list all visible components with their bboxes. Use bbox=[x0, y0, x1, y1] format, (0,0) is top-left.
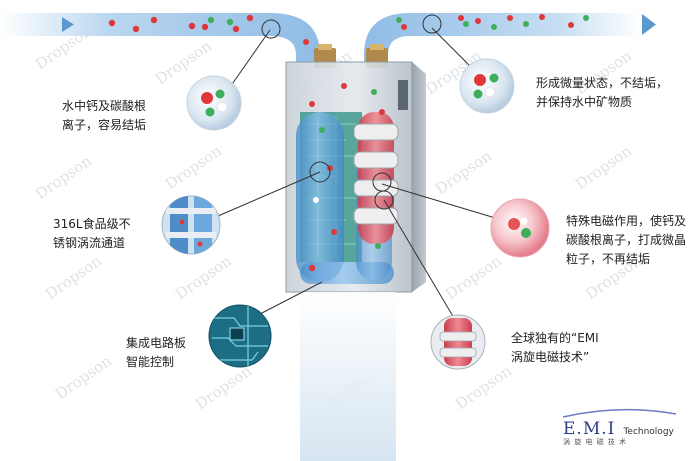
leader-lines bbox=[217, 27, 503, 319]
brand-logo: E.M.I Technology 涡 旋 电 磁 技 术 bbox=[563, 419, 674, 447]
label-line: 锈钢涡流通道 bbox=[53, 236, 126, 250]
watermark: Dropson bbox=[52, 352, 115, 404]
watermark: Dropson bbox=[32, 152, 95, 204]
inflow-pipe bbox=[0, 13, 320, 62]
callout-source-rings bbox=[261, 14, 442, 210]
callout-circuit bbox=[208, 304, 272, 368]
inflow-arrow-icon bbox=[62, 17, 74, 32]
inflow-particles bbox=[108, 14, 309, 45]
label-line: 离子，容易结垢 bbox=[62, 118, 147, 132]
label-emi-tech: 全球独有的“EMI 涡旋电磁技术” bbox=[511, 329, 599, 367]
watermark: Dropson bbox=[192, 362, 255, 414]
outflow-arrow-icon bbox=[642, 14, 656, 35]
watermark: Dropson bbox=[572, 142, 635, 194]
label-line: 形成微量状态，不结垢， bbox=[536, 76, 669, 90]
emi-coils bbox=[353, 112, 399, 244]
label-line: 316L食品级不 bbox=[53, 217, 131, 231]
watermark: Dropson bbox=[162, 142, 225, 194]
label-line: 碳酸根离子，打成微晶 bbox=[566, 233, 687, 247]
label-line: 集成电路板 bbox=[126, 336, 187, 350]
label-line: 全球独有的“EMI bbox=[511, 331, 599, 345]
unit-particles bbox=[308, 83, 385, 272]
brand-emi-text: E.M.I bbox=[563, 419, 616, 439]
label-line: 水中钙及碳酸根 bbox=[62, 99, 147, 113]
callout-em-effect bbox=[490, 198, 550, 258]
watermark: Dropson bbox=[42, 252, 105, 304]
callout-channel bbox=[161, 195, 221, 255]
label-line: 智能控制 bbox=[126, 355, 175, 369]
label-line: 特殊电磁作用，使钙及 bbox=[566, 214, 687, 228]
label-line: 涡旋电磁技术” bbox=[511, 350, 590, 364]
brand-subtitle: 涡 旋 电 磁 技 术 bbox=[563, 438, 628, 446]
brand-swoosh bbox=[562, 408, 677, 418]
outflow-particles bbox=[396, 14, 589, 30]
brand-technology-text: Technology bbox=[623, 427, 674, 437]
callout-micro-state bbox=[459, 58, 515, 114]
watermark: Dropson bbox=[172, 252, 235, 304]
callout-hard-water bbox=[186, 75, 242, 131]
label-circuit: 集成电路板 智能控制 bbox=[126, 334, 186, 372]
watermark: Dropson bbox=[442, 252, 505, 304]
label-line: 粒子，不再结垢 bbox=[566, 252, 651, 266]
label-micro-state: 形成微量状态，不结垢， 并保持水中矿物质 bbox=[536, 74, 668, 112]
label-channel: 316L食品级不 锈钢涡流通道 bbox=[53, 215, 131, 253]
label-em-effect: 特殊电磁作用，使钙及 碳酸根离子，打成微晶 粒子，不再结垢 bbox=[566, 212, 686, 269]
label-hard-water: 水中钙及碳酸根 离子，容易结垢 bbox=[62, 97, 146, 135]
label-line: 并保持水中矿物质 bbox=[536, 95, 633, 109]
watermark: Dropson bbox=[432, 147, 495, 199]
callout-emi-tech bbox=[430, 314, 486, 370]
